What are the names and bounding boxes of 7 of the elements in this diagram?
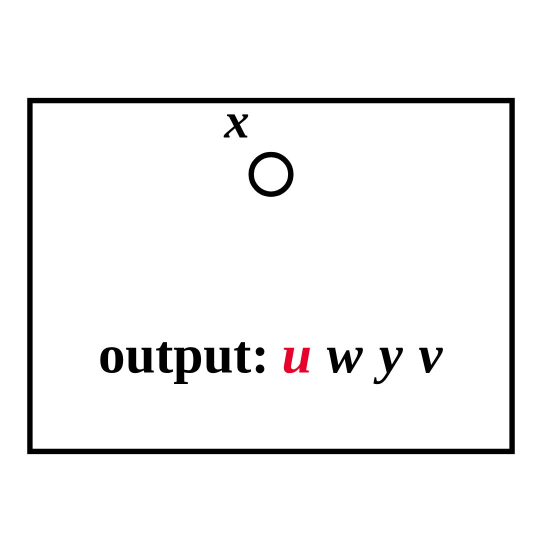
label: output:	[98, 324, 270, 384]
node-circle	[248, 152, 294, 197]
label: w	[326, 324, 363, 384]
cluster	[27, 98, 515, 454]
label: v	[418, 324, 442, 384]
label: u	[282, 324, 312, 384]
node-label: x	[224, 92, 250, 148]
